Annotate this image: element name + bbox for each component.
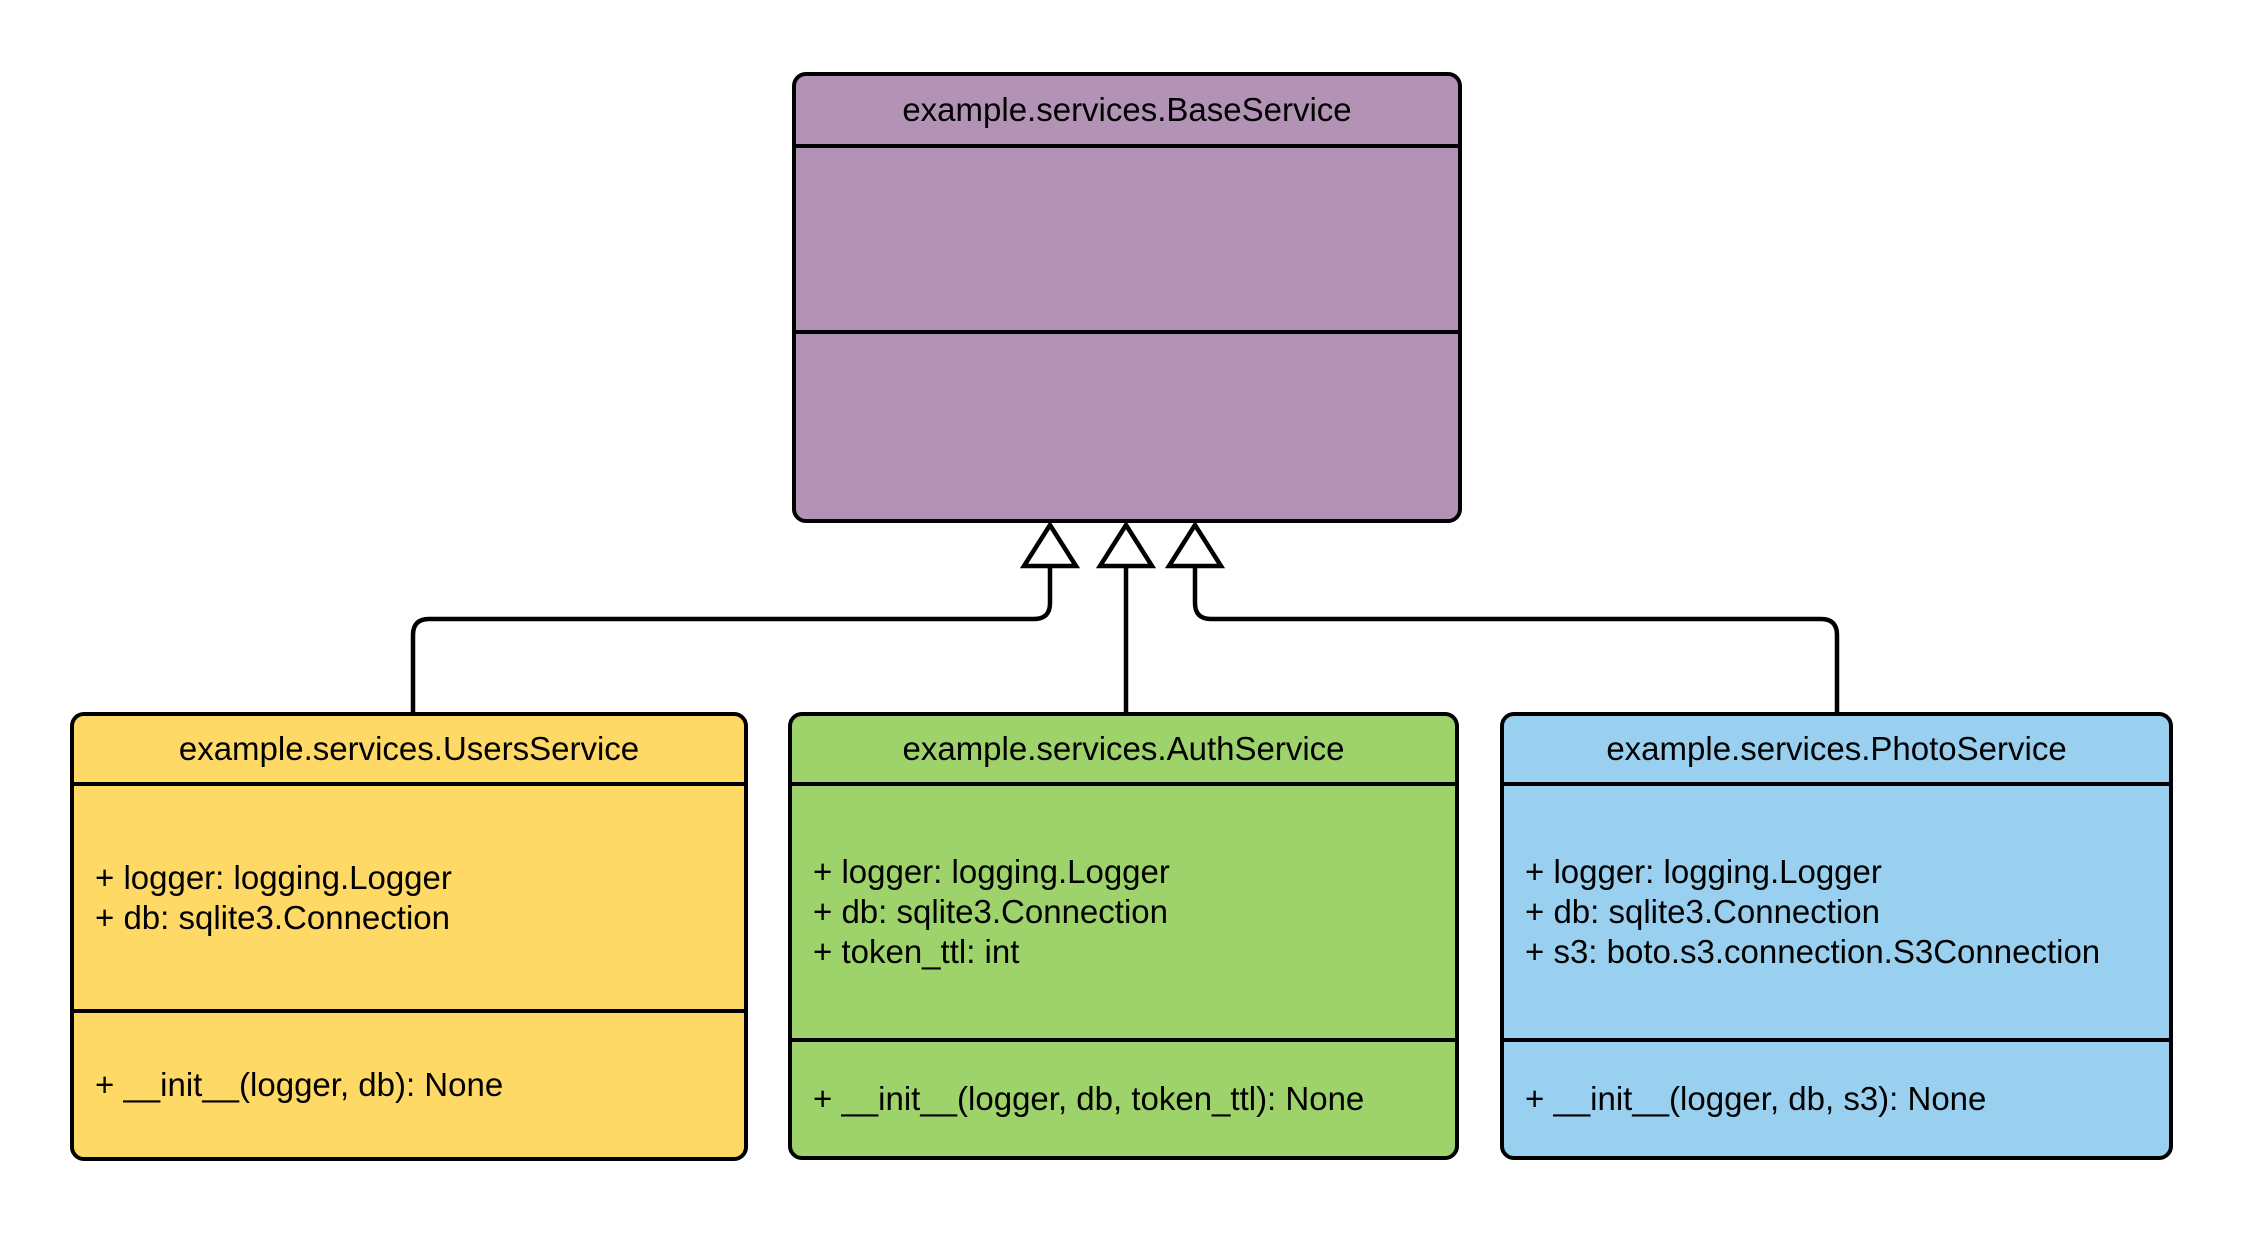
attribute-line: + s3: boto.s3.connection.S3Connection [1525, 933, 2101, 970]
methods-compartment [796, 334, 1458, 519]
attributes-compartment: + logger: logging.Logger + db: sqlite3.C… [74, 786, 744, 1013]
class-node-baseservice: example.services.BaseService [792, 72, 1462, 523]
inheritance-triangle-icon [1164, 520, 1226, 569]
inheritance-edge-usersservice [410, 566, 1053, 714]
attribute-line: + db: sqlite3.Connection [95, 898, 450, 936]
attribute-line: + token_ttl: int [813, 933, 1020, 970]
method-line: + __init__(logger, db, s3): None [1525, 1080, 1987, 1117]
attribute-line: + db: sqlite3.Connection [813, 893, 1168, 930]
class-title: example.services.BaseService [796, 76, 1458, 148]
method-line: + __init__(logger, db): None [95, 1066, 504, 1103]
class-node-photoservice: example.services.PhotoService + logger: … [1500, 712, 2173, 1160]
methods-compartment: + __init__(logger, db, s3): None [1504, 1042, 2169, 1156]
attributes-compartment: + logger: logging.Logger + db: sqlite3.C… [792, 786, 1455, 1042]
methods-compartment: + __init__(logger, db, token_ttl): None [792, 1042, 1455, 1156]
inheritance-edge-photoservice [1192, 566, 1840, 714]
attributes-compartment [796, 148, 1458, 334]
inheritance-triangle-icon [1095, 520, 1157, 569]
attribute-line: + db: sqlite3.Connection [1525, 893, 1880, 930]
class-node-authservice: example.services.AuthService + logger: l… [788, 712, 1459, 1160]
attribute-line: + logger: logging.Logger [813, 853, 1170, 890]
attribute-line: + logger: logging.Logger [95, 858, 452, 896]
class-title: example.services.PhotoService [1504, 716, 2169, 786]
method-line: + __init__(logger, db, token_ttl): None [813, 1080, 1365, 1117]
class-node-usersservice: example.services.UsersService + logger: … [70, 712, 748, 1161]
class-title: example.services.UsersService [74, 716, 744, 786]
attribute-line: + logger: logging.Logger [1525, 853, 1882, 890]
attributes-compartment: + logger: logging.Logger + db: sqlite3.C… [1504, 786, 2169, 1042]
methods-compartment: + __init__(logger, db): None [74, 1013, 744, 1157]
class-title: example.services.AuthService [792, 716, 1455, 786]
inheritance-triangle-icon [1019, 520, 1081, 569]
